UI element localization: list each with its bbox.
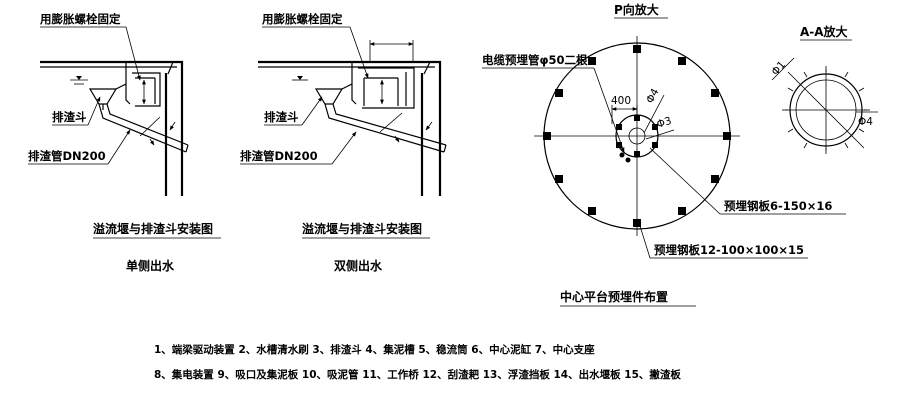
left-pipe-bottom bbox=[106, 103, 189, 146]
middle-install-view: 用膨胀螺栓固定 排渣斗 排渣 bbox=[240, 12, 447, 273]
aa-view: A-A放大 Φ1 Φ4 bbox=[769, 24, 878, 154]
left-hopper bbox=[88, 88, 118, 105]
p-inner-plate-6 bbox=[634, 151, 640, 157]
p-dim-400: 400 bbox=[611, 95, 631, 107]
aa-dim-phi1: Φ1 bbox=[769, 59, 788, 78]
p-plate-a-label: 预埋钢板6-150×16 bbox=[724, 199, 832, 213]
p-plate-120 bbox=[711, 175, 719, 183]
p-inner-plate-4 bbox=[616, 142, 622, 148]
left-pipe-slope-arrow bbox=[169, 121, 176, 131]
p-plate-60 bbox=[711, 89, 719, 97]
p-plate-240 bbox=[555, 175, 563, 183]
left-bolt-leader bbox=[125, 26, 141, 81]
p-view-title: P向放大 bbox=[614, 2, 659, 17]
p-cable-label: 电缆预埋管φ50二根 bbox=[482, 53, 588, 67]
p-inner-plate-1 bbox=[616, 124, 622, 130]
left-pipe-top bbox=[98, 103, 187, 153]
middle-hopper-arm bbox=[341, 83, 353, 90]
left-pipe-leader bbox=[107, 129, 131, 165]
legend-line-2: 8、集电装置 9、吸口及集泥板 10、吸泥管 11、工作桥 12、刮渣耙 13、… bbox=[154, 368, 681, 381]
aa-bolt-240 bbox=[787, 128, 794, 133]
middle-bolt-leader bbox=[349, 26, 369, 79]
left-pipe-label: 排渣管DN200 bbox=[28, 149, 106, 163]
aa-dim-phi1-leader bbox=[771, 57, 795, 81]
middle-pipe-end bbox=[443, 144, 447, 153]
middle-pipe-slope-arrow bbox=[425, 121, 433, 131]
aa-diagonal bbox=[787, 71, 865, 149]
middle-pipe-arrow bbox=[394, 135, 400, 143]
left-slab-chamfer bbox=[167, 61, 174, 75]
left-water-symbol bbox=[76, 76, 82, 80]
middle-pipe-support bbox=[379, 112, 403, 133]
left-bolt-label: 用膨胀螺栓固定 bbox=[39, 12, 121, 26]
p-plate-180 bbox=[633, 219, 641, 227]
aa-bolt-300 bbox=[787, 87, 794, 92]
p-plate-0 bbox=[633, 45, 641, 53]
p-bottom-title: 中心平台预埋件布置 bbox=[560, 289, 668, 304]
p-cable-conduit-2 bbox=[625, 157, 631, 163]
p-inner-plate-3 bbox=[634, 115, 640, 121]
p-plate-150 bbox=[678, 207, 686, 215]
middle-pipe-label: 排渣管DN200 bbox=[240, 149, 318, 163]
left-pipe-support bbox=[139, 116, 161, 137]
p-inner-plate-2 bbox=[652, 124, 658, 130]
left-install-view: 用膨胀螺栓固定 排渣斗 排渣管DN200 bbox=[28, 12, 221, 273]
middle-slab-chamfer bbox=[423, 61, 431, 75]
left-hopper-arm bbox=[115, 83, 127, 90]
p-cable-conduit-1 bbox=[619, 152, 625, 158]
p-dim-phi4-leader bbox=[643, 94, 665, 134]
p-cable-leader bbox=[593, 67, 625, 153]
p-plate-b-leader bbox=[639, 225, 651, 259]
p-plate-270 bbox=[543, 132, 551, 140]
p-dim-phi4: Φ4 bbox=[644, 86, 662, 105]
middle-title: 溢流堰与排渣斗安装图 bbox=[302, 221, 422, 236]
middle-pipe-leader bbox=[331, 131, 357, 165]
middle-water-symbol bbox=[297, 76, 303, 80]
p-plate-300 bbox=[555, 89, 563, 97]
left-hopper-label: 排渣斗 bbox=[52, 110, 87, 124]
p-dim-phi3: Φ3 bbox=[655, 115, 673, 131]
p-plate-210 bbox=[588, 207, 596, 215]
middle-pipe-top bbox=[324, 103, 445, 153]
p-plate-30 bbox=[678, 57, 686, 65]
p-dim-phi3-leader bbox=[645, 129, 675, 140]
aa-bolt-marks bbox=[782, 66, 870, 154]
left-pipe-end bbox=[185, 144, 189, 153]
p-plate-90 bbox=[723, 132, 731, 140]
left-weir-plate bbox=[125, 62, 131, 105]
middle-hopper-label: 排渣斗 bbox=[264, 110, 299, 124]
aa-dim-phi4: Φ4 bbox=[858, 116, 873, 128]
p-inner-plate-5 bbox=[652, 142, 658, 148]
p-plate-a-leader bbox=[649, 147, 721, 215]
aa-bolt-60 bbox=[858, 87, 865, 92]
left-hopper-leader bbox=[87, 96, 101, 126]
left-pipe-arrow bbox=[149, 138, 155, 146]
p-view: P向放大 400 Φ4 bbox=[482, 2, 846, 307]
legend: 1、端梁驱动装置 2、水槽清水刷 3、排渣斗 4、集泥槽 5、稳流筒 6、中心泥… bbox=[154, 343, 681, 381]
legend-line-1: 1、端梁驱动装置 2、水槽清水刷 3、排渣斗 4、集泥槽 5、稳流筒 6、中心泥… bbox=[154, 343, 595, 356]
middle-hopper-leader bbox=[301, 96, 323, 126]
left-title: 溢流堰与排渣斗安装图 bbox=[93, 221, 213, 236]
p-plate-330 bbox=[588, 57, 596, 65]
left-subtitle: 单侧出水 bbox=[126, 258, 175, 273]
left-slab-outline bbox=[40, 60, 184, 196]
middle-hopper bbox=[314, 88, 344, 105]
aa-bolt-150 bbox=[844, 142, 849, 149]
aa-bolt-330 bbox=[803, 71, 808, 78]
aa-bolt-210 bbox=[803, 142, 808, 149]
middle-weir-plate-left bbox=[351, 62, 357, 105]
middle-bolt-label: 用膨胀螺栓固定 bbox=[261, 12, 343, 26]
middle-subtitle: 双侧出水 bbox=[334, 258, 383, 273]
middle-slab-outline bbox=[258, 60, 442, 196]
aa-bolt-30 bbox=[844, 71, 849, 78]
aa-bolt-120 bbox=[858, 128, 865, 133]
p-plate-b-label: 预埋钢板12-100×100×15 bbox=[654, 243, 804, 257]
middle-pipe-bottom bbox=[332, 103, 447, 146]
aa-view-title: A-A放大 bbox=[800, 24, 848, 39]
middle-trough bbox=[358, 67, 415, 109]
